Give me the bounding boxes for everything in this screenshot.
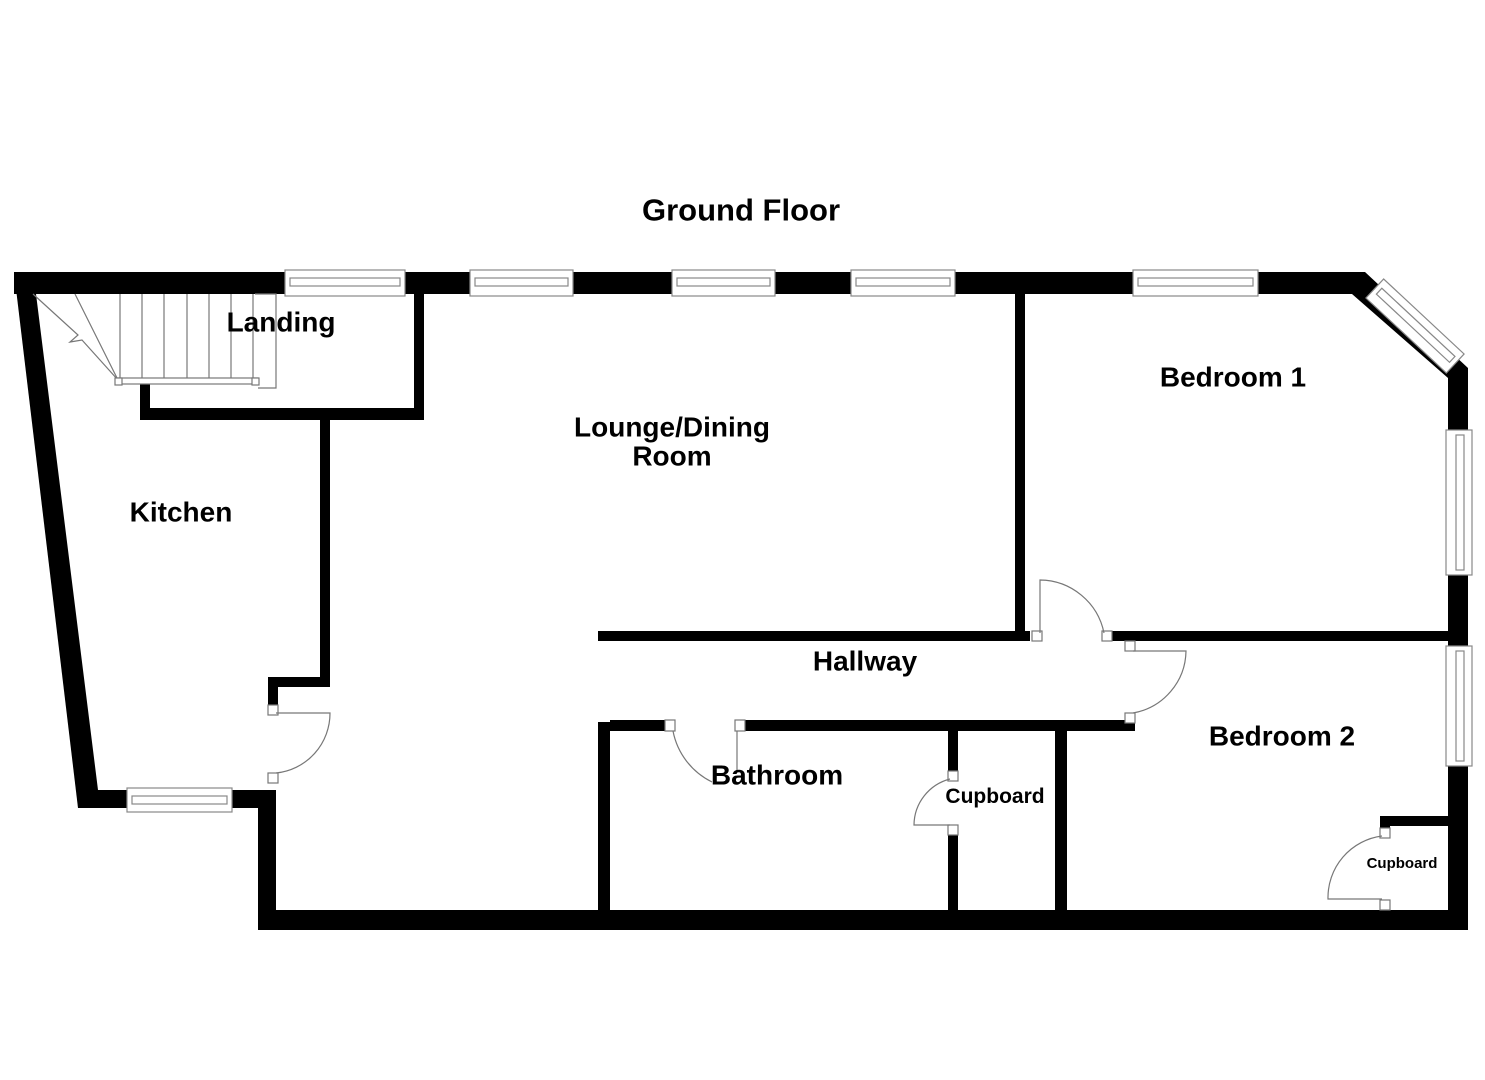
room-label-lounge-line1: Lounge/Dining: [574, 411, 770, 443]
room-label-cupboard-bedroom2: Cupboard: [1366, 855, 1438, 873]
bedroom2-door: [1124, 640, 1187, 724]
window: [1365, 278, 1465, 374]
kitchen-door: [267, 704, 331, 784]
room-label-bathroom: Bathroom: [710, 759, 844, 791]
windows: [126, 269, 1473, 813]
room-label-lounge: Lounge/Dining Room: [574, 411, 770, 472]
cupboard-door: [913, 770, 959, 836]
room-label-lounge-line2: Room: [632, 441, 712, 472]
window: [1445, 429, 1473, 576]
window: [1445, 645, 1473, 767]
doors: [267, 579, 1391, 911]
staircase: [32, 293, 277, 389]
window: [850, 269, 956, 297]
window: [1132, 269, 1259, 297]
room-label-bedroom1: Bedroom 1: [1159, 361, 1307, 393]
window: [671, 269, 776, 297]
room-label-bedroom2: Bedroom 2: [1208, 720, 1356, 752]
window: [126, 787, 233, 813]
bedroom2-cupboard-door: [1327, 827, 1391, 911]
interior-walls: [140, 294, 1448, 910]
room-label-landing: Landing: [226, 306, 336, 338]
window: [469, 269, 574, 297]
floor-title: Ground Floor: [641, 192, 841, 228]
room-label-kitchen: Kitchen: [129, 496, 233, 528]
bathroom-door: [664, 719, 746, 783]
room-label-hallway: Hallway: [812, 645, 918, 677]
window: [284, 269, 406, 297]
room-label-cupboard-hall: Cupboard: [945, 784, 1045, 808]
bedroom1-door: [1031, 579, 1113, 642]
